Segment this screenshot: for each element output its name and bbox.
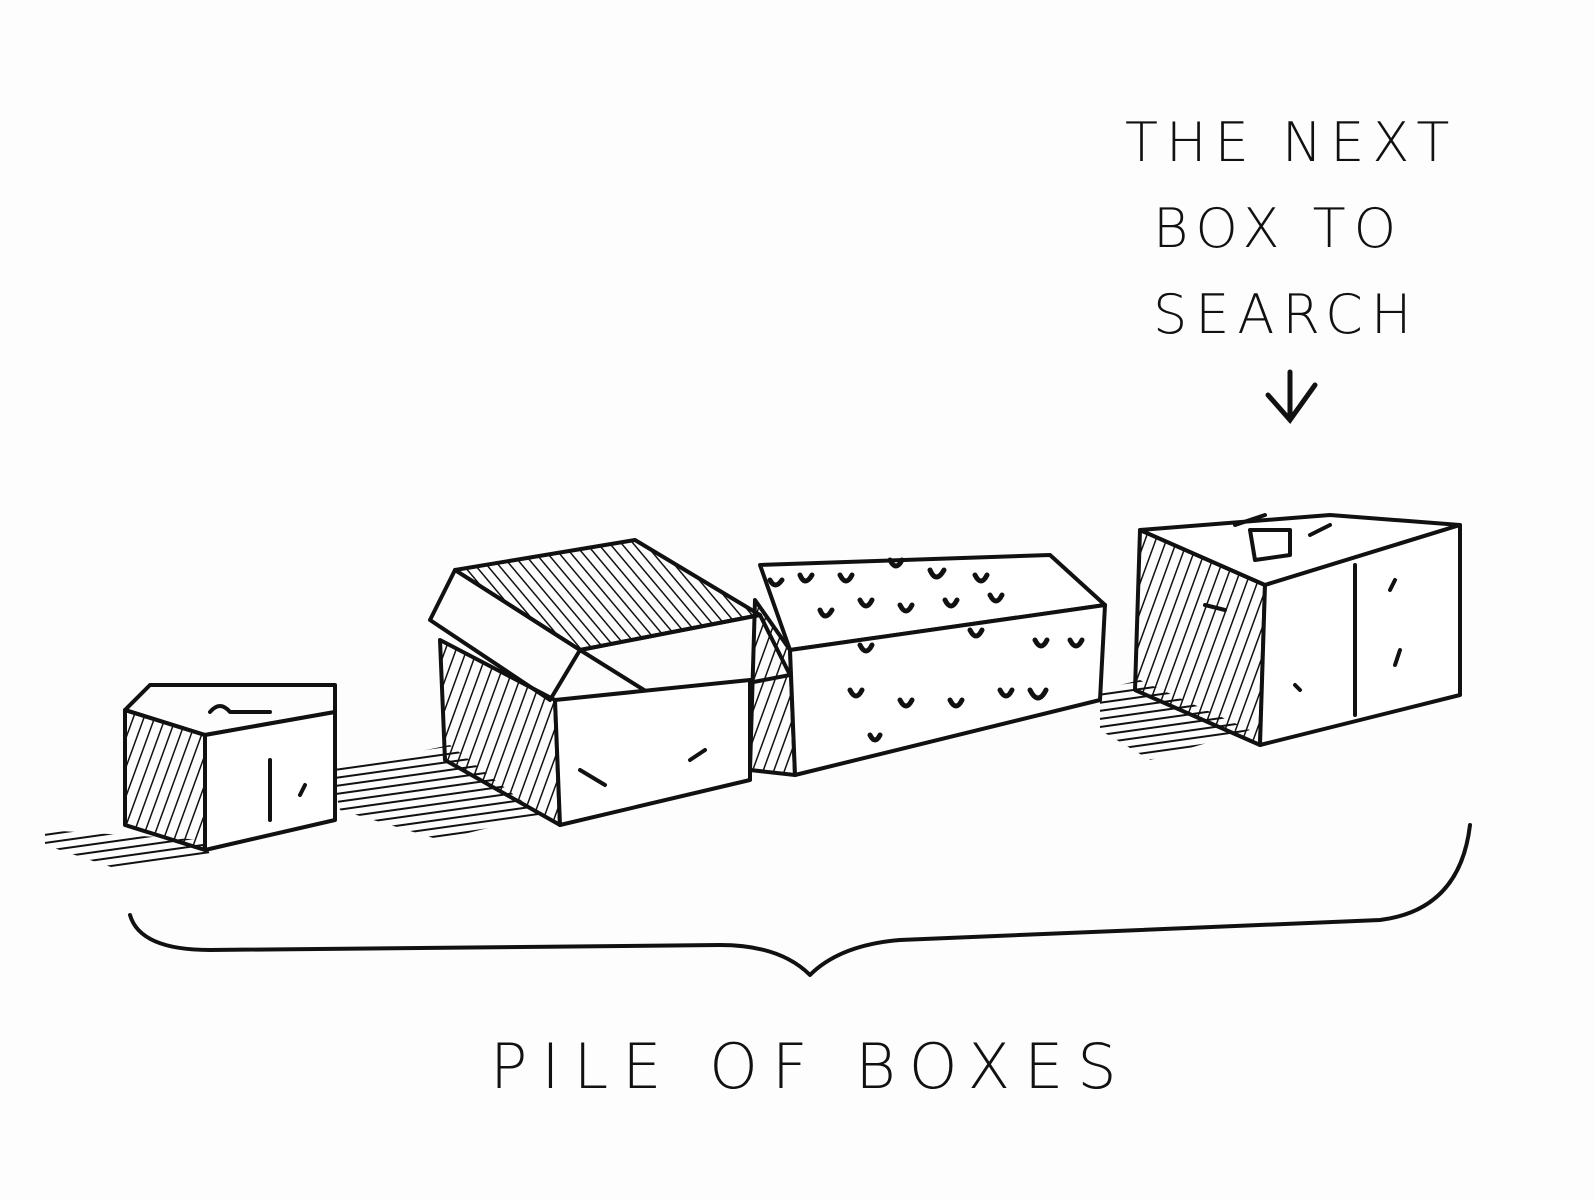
small-box xyxy=(123,683,337,852)
shadow xyxy=(330,745,540,840)
annotation-line: SEARCH xyxy=(1153,283,1420,346)
next-box-to-search xyxy=(1133,513,1462,747)
down-arrow-icon xyxy=(1265,369,1318,425)
shadow xyxy=(1100,680,1250,760)
dotted-box xyxy=(748,553,1107,777)
open-box xyxy=(428,538,792,827)
annotation-label: THE NEXT BOX TO SEARCH xyxy=(1125,100,1485,358)
caption: PILE OF BOXES xyxy=(490,1030,1131,1103)
annotation-line: BOX TO xyxy=(1153,197,1405,260)
annotation-line: THE NEXT xyxy=(1125,111,1458,174)
brace xyxy=(128,823,1472,977)
